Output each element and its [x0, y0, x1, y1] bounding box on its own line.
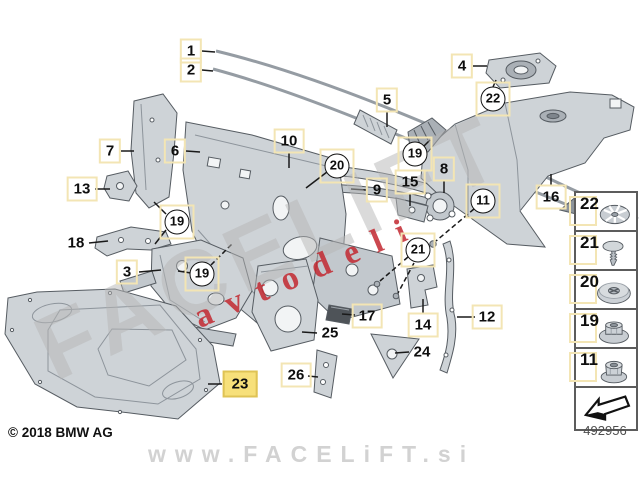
- callout-11[interactable]: 11: [465, 183, 501, 219]
- callout-20[interactable]: 20: [319, 148, 355, 184]
- callout-circle-number: 20: [324, 153, 350, 179]
- copyright-text: © 2018 BMW AG: [8, 425, 113, 440]
- legend-hotspot-box: [569, 196, 597, 226]
- part-strip-5[interactable]: [353, 109, 398, 145]
- callout-19[interactable]: 19: [184, 256, 220, 292]
- callout-circle-number: 19: [164, 209, 190, 235]
- callout-6[interactable]: 6: [163, 138, 187, 164]
- callout-16[interactable]: 16: [535, 184, 567, 210]
- callout-22[interactable]: 22: [475, 81, 511, 117]
- callout-9[interactable]: 9: [365, 177, 389, 203]
- legend-item-21[interactable]: 21: [569, 230, 638, 271]
- callout-2[interactable]: 2: [179, 57, 203, 83]
- diagram-number: 492956: [583, 423, 627, 438]
- callout-circle-number: 21: [405, 237, 431, 263]
- callout-13[interactable]: 13: [66, 176, 98, 202]
- part-hood-insulation-23[interactable]: [4, 288, 221, 420]
- legend-item-19[interactable]: 19: [569, 308, 638, 349]
- legend-item-number: 22: [580, 194, 599, 213]
- legend-item-22[interactable]: 22: [569, 191, 638, 232]
- legend-item-20[interactable]: 20: [569, 269, 638, 310]
- legend-item-number: 11: [580, 350, 598, 369]
- plastic-nut-icon: [590, 355, 636, 386]
- callout-15[interactable]: 15: [394, 169, 426, 195]
- legend-item-number: 21: [580, 233, 599, 252]
- callout-24[interactable]: 24: [413, 343, 431, 361]
- part-bracket-14[interactable]: [406, 264, 438, 309]
- part-bracket-15[interactable]: [395, 197, 429, 223]
- part-strip-26[interactable]: [313, 349, 338, 399]
- part-plug-17[interactable]: [325, 304, 353, 325]
- legend-item-number: 20: [580, 272, 599, 291]
- part-studs: [373, 240, 437, 300]
- callout-21[interactable]: 21: [400, 232, 436, 268]
- callout-circle-number: 19: [189, 261, 215, 287]
- dome-washer-clip-icon: [590, 277, 636, 308]
- legend-hotspot-box: [569, 352, 597, 382]
- callout-circle-number: 19: [402, 141, 428, 167]
- part-grommet-flange-8[interactable]: [424, 191, 456, 222]
- part-apron-panel-7[interactable]: [130, 93, 178, 209]
- legend-hotspot-box: [569, 274, 597, 304]
- part-brace-strip-12[interactable]: [439, 240, 457, 374]
- callout-circle-number: 11: [470, 188, 496, 214]
- callout-1[interactable]: 1: [179, 38, 203, 64]
- callout-10[interactable]: 10: [273, 128, 305, 154]
- callout-14[interactable]: 14: [407, 312, 439, 338]
- legend-hotspot-box: [569, 313, 597, 343]
- callout-25[interactable]: 25: [321, 324, 339, 342]
- part-gusset-24[interactable]: [370, 333, 420, 379]
- callout-7[interactable]: 7: [98, 138, 122, 164]
- direction-arrow-icon[interactable]: [574, 386, 638, 431]
- part-grommet-plate-4[interactable]: [485, 52, 557, 89]
- callout-8[interactable]: 8: [432, 156, 456, 182]
- callout-23[interactable]: 23: [222, 370, 258, 398]
- star-lock-washer-icon: [590, 199, 636, 230]
- part-insulation-panel-25[interactable]: [251, 258, 319, 352]
- callout-19[interactable]: 19: [159, 204, 195, 240]
- callout-circle-number: 22: [480, 86, 506, 112]
- callout-3[interactable]: 3: [115, 259, 139, 285]
- callout-19[interactable]: 19: [397, 136, 433, 172]
- legend-item-number: 19: [580, 311, 599, 330]
- callout-17[interactable]: 17: [351, 303, 383, 329]
- flange-nut-icon: [590, 316, 636, 347]
- part-bracket-13[interactable]: [103, 170, 138, 202]
- callout-4[interactable]: 4: [450, 53, 474, 79]
- legend-hotspot-box: [569, 235, 597, 265]
- fastener-legend: 22 21 20 19 11: [569, 191, 638, 431]
- callout-18[interactable]: 18: [67, 234, 85, 252]
- legend-item-11[interactable]: 11: [569, 347, 638, 388]
- callout-5[interactable]: 5: [375, 87, 399, 113]
- callout-26[interactable]: 26: [280, 362, 312, 388]
- callout-12[interactable]: 12: [471, 304, 503, 330]
- expanding-rivet-icon: [590, 238, 636, 269]
